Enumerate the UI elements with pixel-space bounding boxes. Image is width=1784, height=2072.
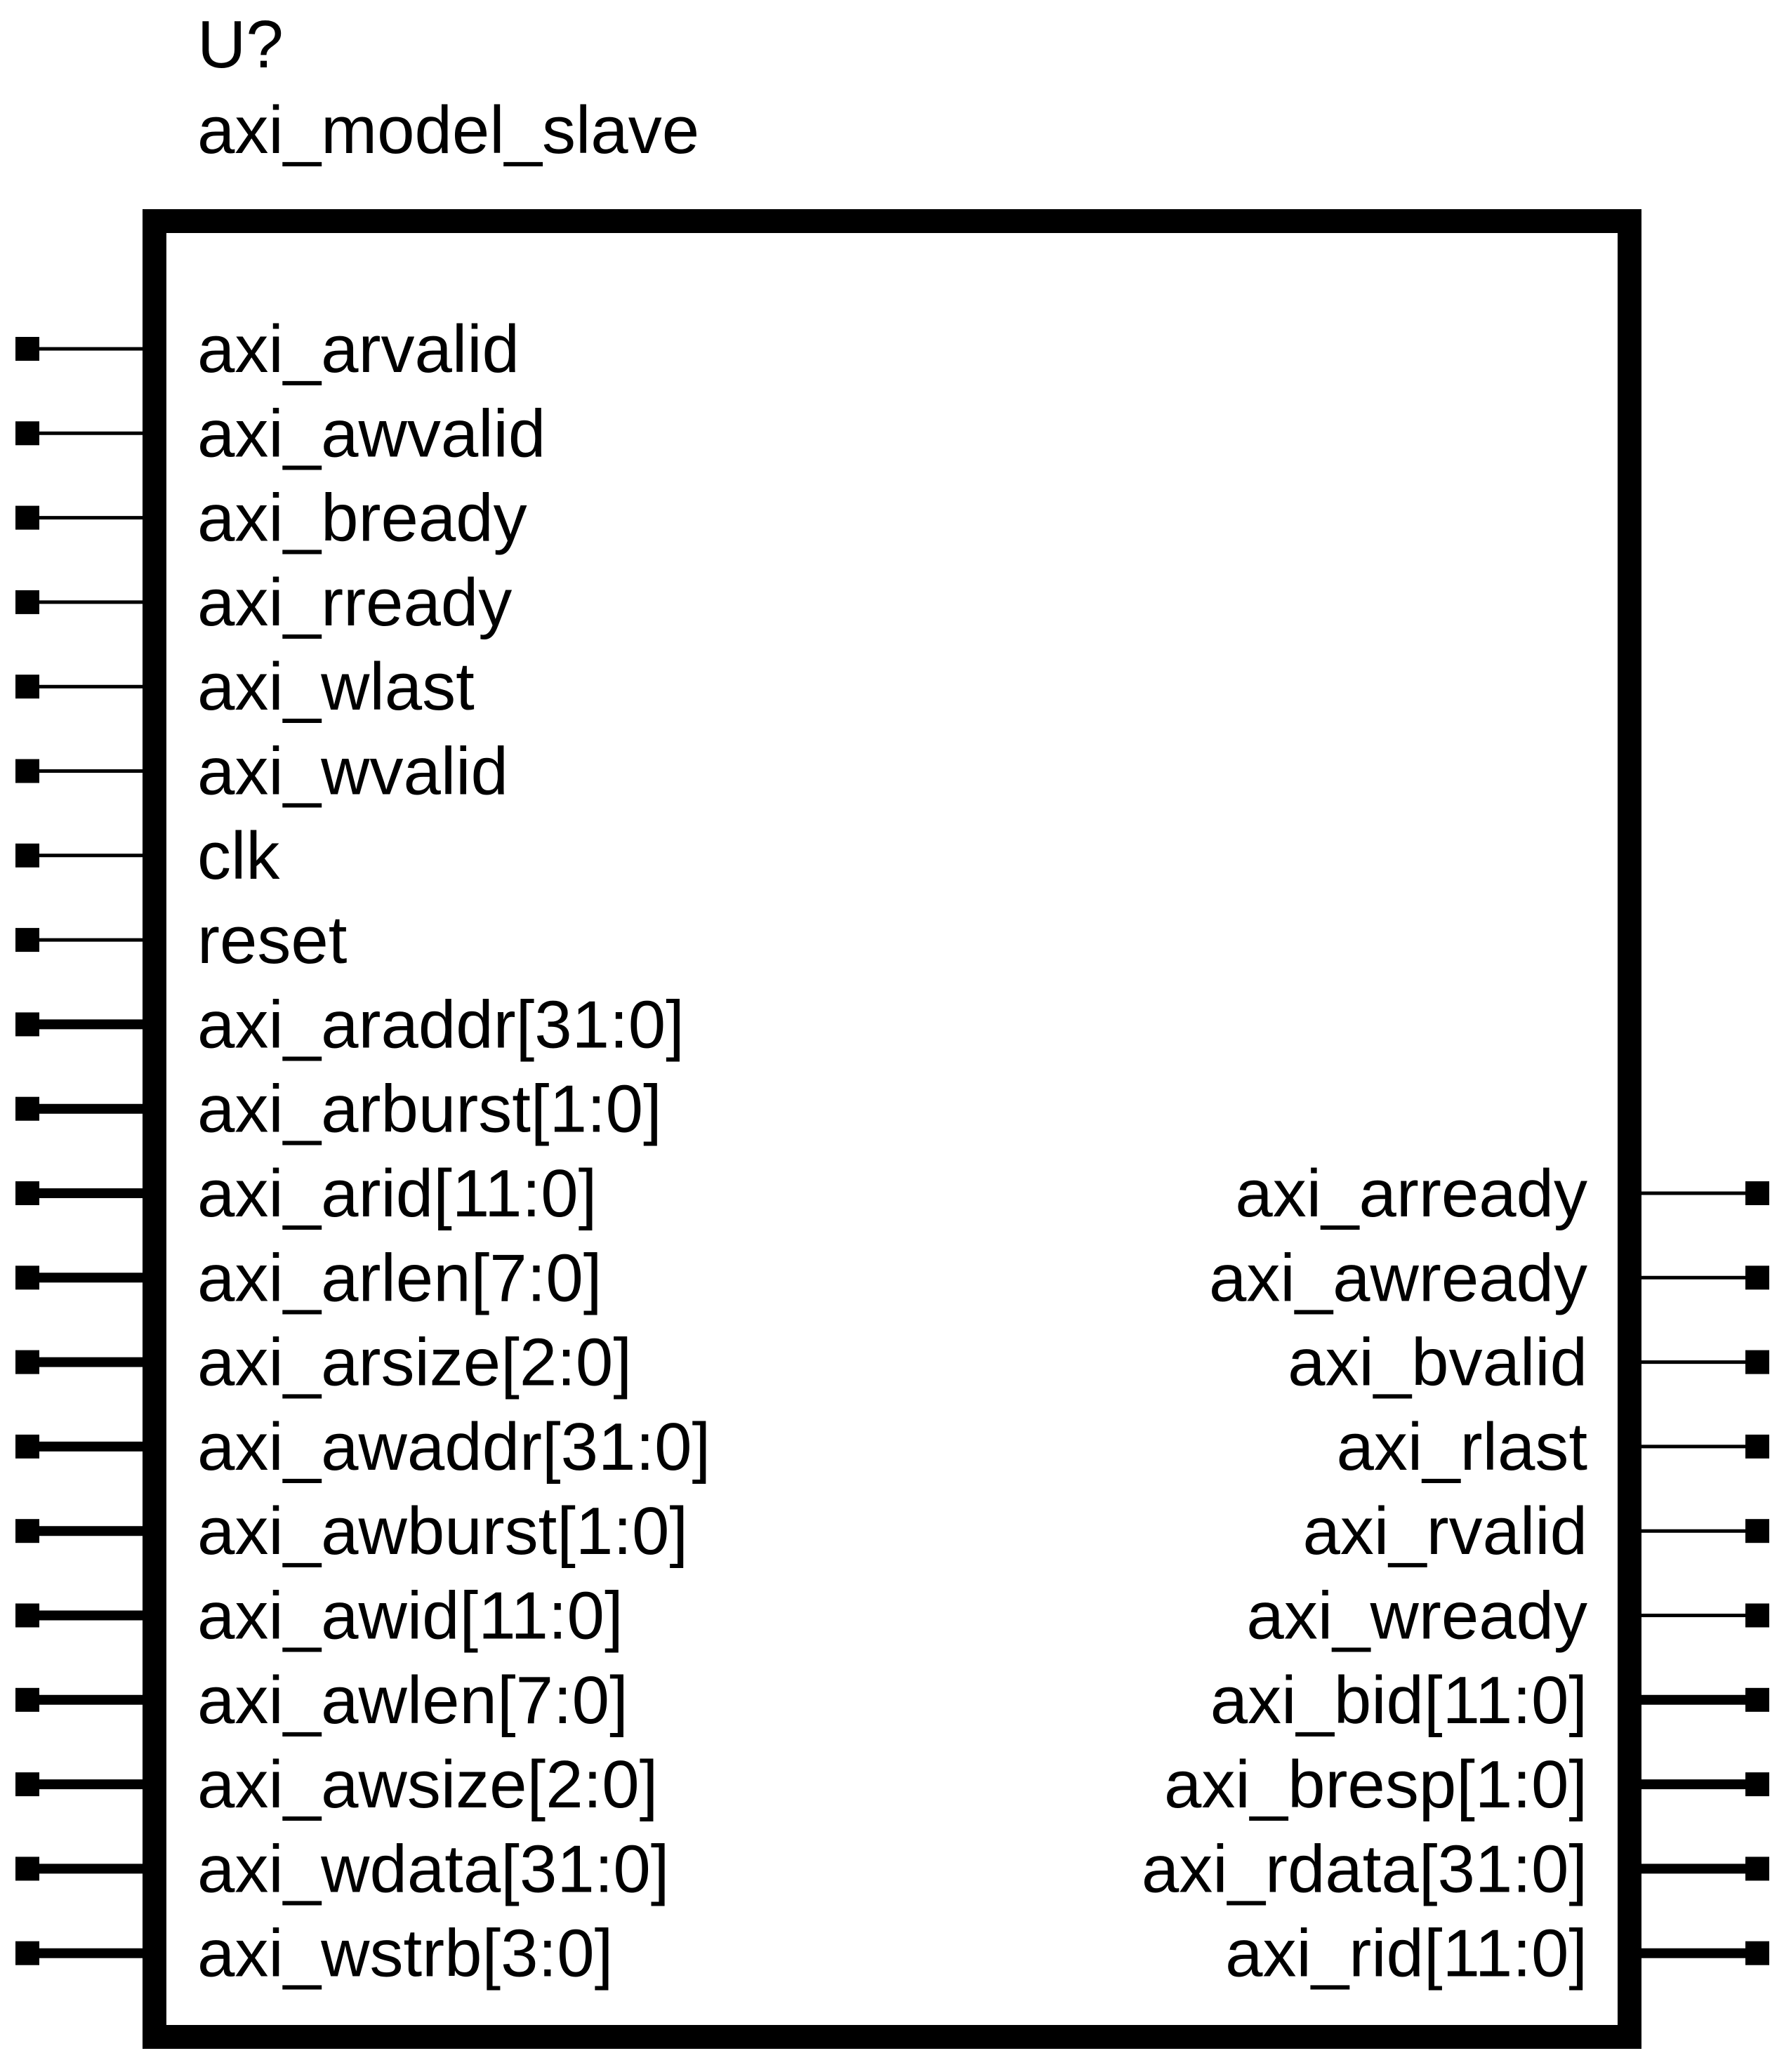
right-pin-label: axi_rid[11:0] bbox=[1225, 1916, 1587, 1991]
left-pin-terminal bbox=[15, 337, 39, 361]
right-pin-terminal bbox=[1745, 1181, 1769, 1205]
component-body bbox=[143, 209, 1641, 2049]
right-pin-terminal bbox=[1745, 1857, 1769, 1881]
right-pin-terminal bbox=[1745, 1687, 1769, 1712]
left-pin-terminal bbox=[15, 590, 39, 614]
component-name: axi_model_slave bbox=[197, 93, 699, 168]
component-reference: U? bbox=[197, 7, 284, 82]
left-pin-label: axi_arvalid bbox=[197, 312, 520, 387]
left-pin-group: axi_arvalid axi_awvalid axi_bready axi_rrea… bbox=[15, 312, 711, 1991]
left-pin-label: axi_arburst[1:0] bbox=[197, 1072, 662, 1147]
left-pin-label: axi_awid[11:0] bbox=[197, 1579, 623, 1654]
right-pin-terminal bbox=[1745, 1519, 1769, 1543]
left-pin-label: axi_arid[11:0] bbox=[197, 1156, 597, 1231]
left-pin-terminal bbox=[15, 1687, 39, 1712]
left-pin-terminal bbox=[15, 505, 39, 530]
left-pin-terminal bbox=[15, 675, 39, 699]
left-pin-terminal bbox=[15, 1857, 39, 1881]
right-pin-terminal bbox=[1745, 1941, 1769, 1965]
left-pin-terminal bbox=[15, 759, 39, 783]
left-pin-terminal bbox=[15, 1603, 39, 1628]
right-pin-terminal bbox=[1745, 1434, 1769, 1459]
right-pin-terminal bbox=[1745, 1603, 1769, 1628]
left-pin-label: axi_rready bbox=[197, 565, 512, 640]
left-pin-label: axi_araddr[31:0] bbox=[197, 987, 685, 1062]
left-pin-terminal bbox=[15, 1350, 39, 1374]
right-pin-terminal bbox=[1745, 1266, 1769, 1290]
right-pin-label: axi_rdata[31:0] bbox=[1142, 1831, 1587, 1906]
left-pin-terminal bbox=[15, 1772, 39, 1797]
left-pin-label: clk bbox=[197, 818, 280, 894]
right-pin-label: axi_bvalid bbox=[1288, 1325, 1587, 1400]
left-pin-terminal bbox=[15, 843, 39, 868]
left-pin-label: axi_arsize[2:0] bbox=[197, 1325, 632, 1400]
right-pin-label: axi_rvalid bbox=[1302, 1494, 1587, 1569]
left-pin-label: axi_awvalid bbox=[197, 396, 546, 471]
left-pin-label: axi_wstrb[3:0] bbox=[197, 1916, 613, 1991]
left-pin-terminal bbox=[15, 1012, 39, 1037]
left-pin-label: axi_wvalid bbox=[197, 734, 508, 809]
right-pin-terminal bbox=[1745, 1350, 1769, 1374]
left-pin-terminal bbox=[15, 1096, 39, 1121]
left-pin-terminal bbox=[15, 1941, 39, 1965]
left-pin-label: axi_bready bbox=[197, 481, 527, 556]
left-pin-label: axi_awlen[7:0] bbox=[197, 1663, 628, 1738]
right-pin-label: axi_bid[11:0] bbox=[1210, 1663, 1587, 1738]
left-pin-terminal bbox=[15, 1434, 39, 1459]
left-pin-label: axi_wdata[31:0] bbox=[197, 1831, 669, 1906]
right-pin-group: axi_arready axi_awready axi_bvalid axi_rlas… bbox=[1142, 1156, 1769, 1991]
left-pin-label: reset bbox=[197, 903, 347, 978]
left-pin-label: axi_awsize[2:0] bbox=[197, 1747, 658, 1822]
right-pin-label: axi_wready bbox=[1246, 1579, 1587, 1654]
right-pin-label: axi_bresp[1:0] bbox=[1164, 1747, 1587, 1822]
left-pin-terminal bbox=[15, 1181, 39, 1205]
left-pin-terminal bbox=[15, 421, 39, 446]
left-pin-label: axi_wlast bbox=[197, 649, 475, 724]
left-pin-terminal bbox=[15, 928, 39, 952]
left-pin-terminal bbox=[15, 1266, 39, 1290]
left-pin-terminal bbox=[15, 1519, 39, 1543]
left-pin-label: axi_arlen[7:0] bbox=[197, 1240, 602, 1315]
right-pin-terminal bbox=[1745, 1772, 1769, 1797]
right-pin-label: axi_awready bbox=[1209, 1240, 1587, 1315]
right-pin-label: axi_arready bbox=[1235, 1156, 1587, 1231]
left-pin-label: axi_awburst[1:0] bbox=[197, 1494, 688, 1569]
right-pin-label: axi_rlast bbox=[1337, 1409, 1587, 1485]
left-pin-label: axi_awaddr[31:0] bbox=[197, 1409, 711, 1485]
